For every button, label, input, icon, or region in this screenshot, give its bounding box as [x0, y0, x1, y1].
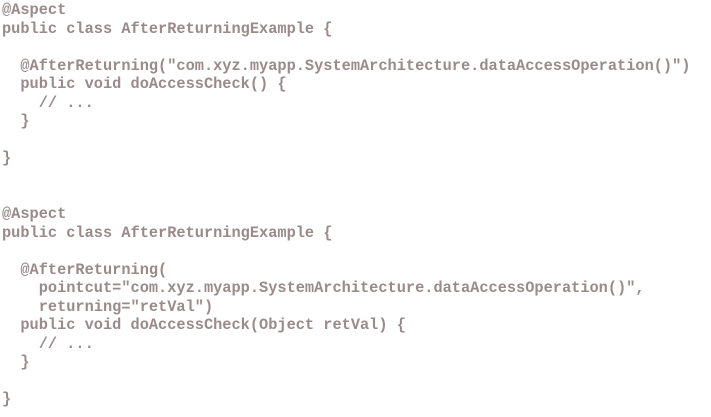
code-line: // ... [2, 334, 94, 353]
code-line: @Aspect [2, 1, 67, 19]
code-line: @AfterReturning("com.xyz.myapp.SystemArc… [2, 56, 691, 75]
code-line: public void doAccessCheck() { [2, 75, 287, 94]
code-line: public void doAccessCheck(Object retVal)… [2, 316, 406, 335]
code-line: } [2, 353, 30, 372]
code-line: // ... [2, 93, 94, 112]
code-line: ​ [2, 38, 711, 57]
code-line: } [2, 112, 30, 131]
code-line: public class AfterReturningExample { [2, 19, 333, 38]
code-line: ​ [2, 372, 711, 391]
code-line: pointcut="com.xyz.myapp.SystemArchitectu… [2, 279, 645, 298]
code-line: } [2, 149, 12, 168]
code-line: returning="retVal") [2, 297, 214, 316]
code-line: ​ [2, 131, 711, 150]
code-line: ​ [2, 242, 711, 261]
code-line: @AfterReturning( [2, 260, 168, 279]
code-line: } [2, 390, 12, 409]
code-line: public class AfterReturningExample { [2, 223, 333, 242]
code-line: @Aspect [2, 205, 67, 224]
